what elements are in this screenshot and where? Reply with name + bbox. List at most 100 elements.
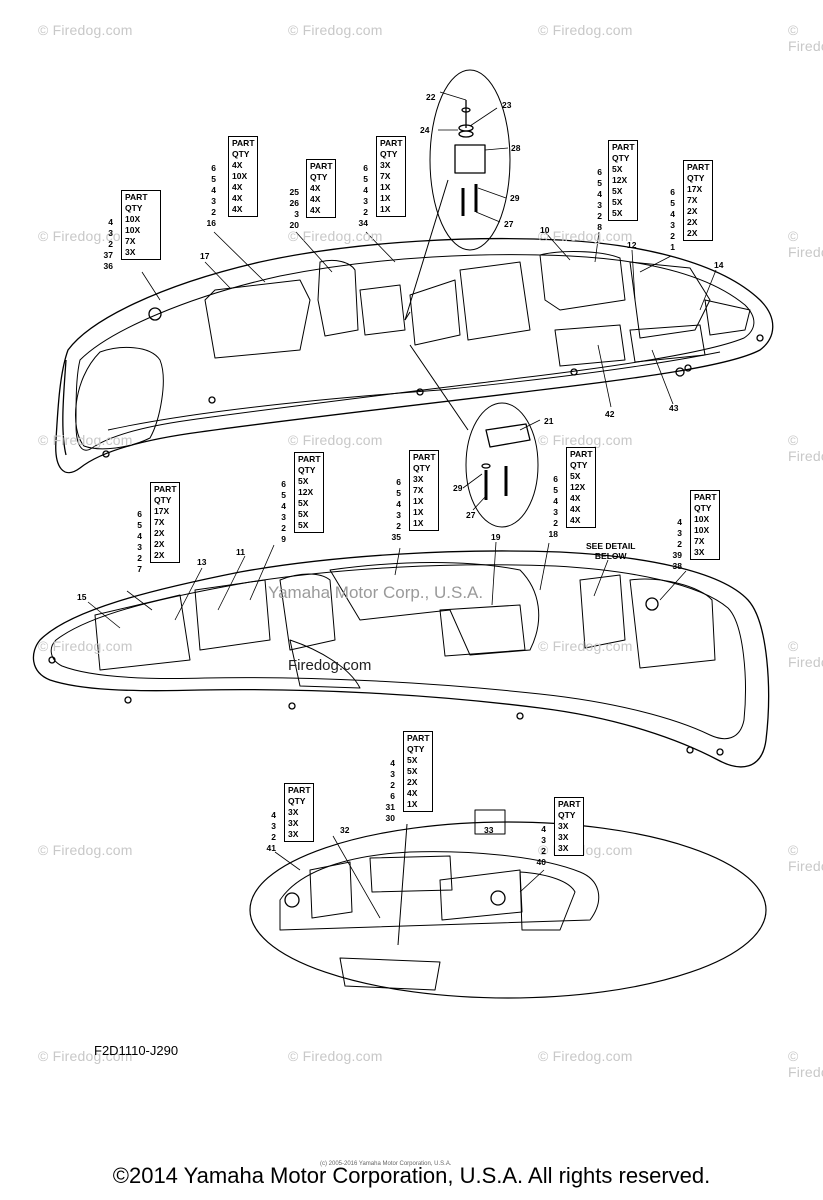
part-number: 2 (390, 780, 395, 790)
qty-table-header: PART (310, 161, 333, 171)
part-number: 2 (597, 211, 602, 221)
watermark: © Firedog.com (38, 432, 133, 448)
qty-value: 4X (310, 194, 321, 204)
qty-table-header: PART (694, 492, 717, 502)
part-number: 3 (211, 196, 216, 206)
part-number: 4 (281, 501, 286, 511)
qty-value: 12X (570, 482, 586, 492)
part-number: 6 (597, 167, 602, 177)
qty-value: 4X (232, 204, 243, 214)
watermark: © Firedog.com (538, 638, 633, 654)
part-number: 2 (541, 846, 546, 856)
hardware-detail-top (404, 69, 511, 321)
qty-value: 5X (298, 498, 309, 508)
part-number: 4 (363, 185, 368, 195)
qty-table-header: PART (288, 785, 311, 795)
part-number: 3 (670, 220, 675, 230)
qty-table-header: QTY (232, 149, 250, 159)
qty-table-header: QTY (694, 503, 712, 513)
qty-table-header: PART (125, 192, 148, 202)
qty-value: 17X (687, 184, 703, 194)
part-number: 3 (541, 835, 546, 845)
qty-table-header: PART (380, 138, 403, 148)
part-number: 3 (597, 200, 602, 210)
part-number: 3 (363, 196, 368, 206)
part-number: 5 (553, 485, 558, 495)
watermark: © Firedog.com (38, 1048, 133, 1064)
callout-number: 29 (453, 483, 463, 493)
part-number: 6 (137, 509, 142, 519)
part-number: 5 (211, 174, 216, 184)
part-number: 4 (396, 499, 401, 509)
callout-number: 22 (426, 92, 436, 102)
part-number: 3 (390, 769, 395, 779)
part-number: 39 (672, 550, 682, 560)
part-number: 34 (358, 218, 368, 228)
part-number: 25 (289, 187, 299, 197)
qty-table-header: QTY (125, 203, 143, 213)
qty-value: 10X (694, 514, 710, 524)
part-number: 16 (206, 218, 216, 228)
hardware-detail-middle (409, 344, 541, 528)
part-number: 4 (670, 209, 675, 219)
part-number: 4 (211, 185, 216, 195)
part-number: 41 (266, 843, 276, 853)
qty-value: 17X (154, 506, 170, 516)
qty-value: 2X (407, 777, 418, 787)
part-number: 5 (363, 174, 368, 184)
qty-table-header: QTY (612, 153, 630, 163)
qty-value: 1X (380, 204, 391, 214)
qty-value: 5X (612, 197, 623, 207)
watermark: © Firedog.com (788, 22, 823, 54)
part-number: 4 (553, 496, 558, 506)
part-number: 8 (597, 222, 602, 232)
part-number: 5 (396, 488, 401, 498)
part-number: 3 (553, 507, 558, 517)
qty-value: 5X (612, 186, 623, 196)
qty-table-header: PART (298, 454, 321, 464)
callout-number: 27 (466, 510, 476, 520)
qty-value: 4X (570, 515, 581, 525)
leader-lines (87, 231, 717, 629)
watermark: © Firedog.com (288, 228, 383, 244)
qty-value: 7X (125, 236, 136, 246)
watermark: © Firedog.com (788, 638, 823, 670)
callout-number: 42 (605, 409, 615, 419)
qty-table-header: PART (407, 733, 430, 743)
qty-value: 4X (570, 504, 581, 514)
part-number: 5 (670, 198, 675, 208)
qty-value: 4X (232, 193, 243, 203)
callout-number: 17 (200, 251, 210, 261)
qty-table-header: PART (232, 138, 255, 148)
callout-number: 14 (714, 260, 724, 270)
qty-value: 12X (612, 175, 628, 185)
qty-value: 5X (570, 471, 581, 481)
part-number: 3 (281, 512, 286, 522)
qty-value: 2X (687, 228, 698, 238)
part-number: 2 (363, 207, 368, 217)
part-number: 4 (597, 189, 602, 199)
part-number: 3 (396, 510, 401, 520)
qty-table-header: PART (413, 452, 436, 462)
qty-value: 10X (694, 525, 710, 535)
part-number: 5 (137, 520, 142, 530)
part-number: 6 (363, 163, 368, 173)
part-number: 35 (391, 532, 401, 542)
qty-value: 1X (413, 518, 424, 528)
part-number: 6 (281, 479, 286, 489)
part-number: 2 (211, 207, 216, 217)
